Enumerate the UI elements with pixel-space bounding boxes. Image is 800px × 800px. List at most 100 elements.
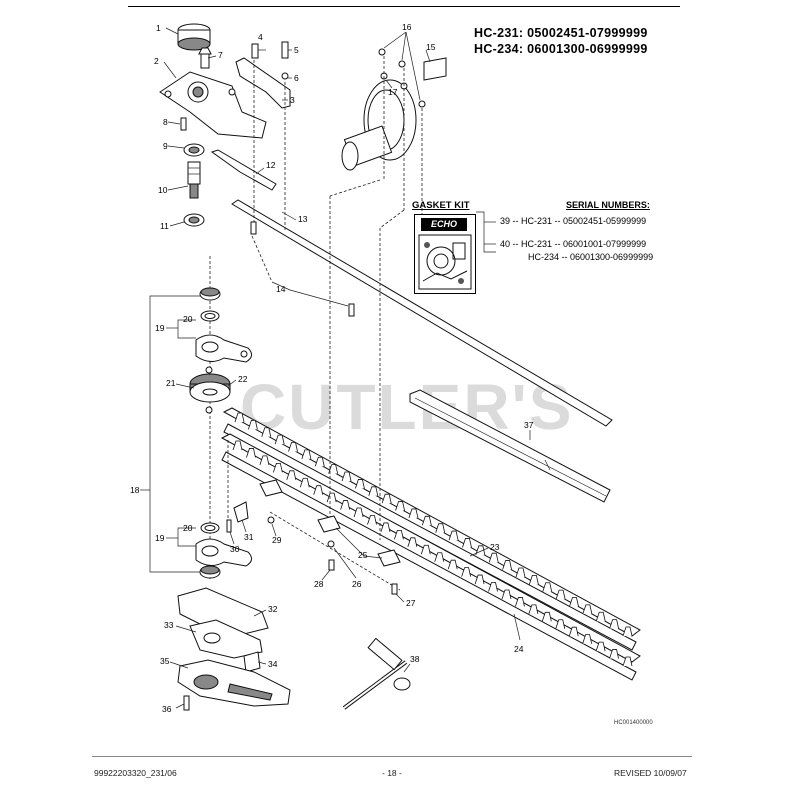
callout-10: 10 [158,185,168,195]
crank-arm-lower [195,538,252,567]
callout-24: 24 [514,644,524,654]
blade-tooth [528,604,539,614]
blade-tooth [434,552,445,562]
bolt [226,519,232,533]
blade-tooth [569,597,579,607]
blade-tooth [462,538,472,548]
blade-tooth [515,567,526,578]
blade-tooth [261,427,272,437]
blade-tooth [395,501,405,511]
callout-22: 22 [238,374,248,384]
blade-tooth [341,471,352,482]
gear [189,366,231,414]
blade-tooth [286,470,297,480]
blade-tooth [408,508,419,519]
callout-19a: 19 [155,323,165,333]
blade-tooth [420,544,431,555]
blade-tooth [353,507,364,518]
callout-labels: 1 2 3 4 5 6 7 8 9 10 11 12 13 14 15 16 1… [130,22,534,714]
washer [327,540,335,548]
needle-bearing-lower [199,565,221,579]
blade-tooth [367,515,377,525]
upper-blade-teeth [234,412,633,637]
callout-33: 33 [164,620,174,630]
callout-28: 28 [314,579,324,589]
blade-tooth [488,552,499,563]
callout-2: 2 [154,56,159,66]
blade-tooth [435,523,446,533]
model-serial-line-2: HC-234: 06001300-06999999 [474,42,648,56]
blade-tooth [326,492,337,503]
blade-tooth [555,589,566,600]
blade-tooth [299,477,310,488]
blade-tooth [274,434,285,445]
blade-tooth [259,455,270,466]
blade-tooth [595,641,606,652]
label [423,57,447,81]
callout-7: 7 [218,50,223,60]
callout-13: 13 [298,214,308,224]
clip [233,501,249,523]
bolt [328,559,335,571]
blade-tooth [622,626,633,637]
needle-bearing-upper [199,287,221,301]
blade-tooth [328,464,339,474]
block [243,651,261,673]
blade-tooth [609,619,620,629]
pinion-shaft [187,161,201,199]
blade-tooth [582,604,593,614]
bolt [391,583,398,595]
blade-tooth [232,440,243,451]
blade-tooth [421,515,432,526]
model-serial-line-1: HC-231: 05002451-07999999 [474,26,648,40]
gear-case [159,71,267,139]
callout-20b: 20 [183,523,193,533]
callout-15: 15 [426,42,436,52]
washer-set-lower [200,522,220,534]
blade-tooth [474,574,485,585]
blade-guard [409,389,611,503]
lower-blade [220,433,641,681]
callout-11: 11 [160,221,169,231]
blade-tooth [313,485,324,495]
callout-16: 16 [402,22,412,32]
footer-doc-number: 99922203320_231/06 [94,768,177,778]
blade-tooth [582,634,593,644]
callout-3: 3 [290,95,295,105]
footer-page-number: - 18 - [382,768,402,778]
spacer [259,479,283,497]
serial-row-40: 40 -- HC-231 -- 06001001-07999999 [500,239,647,249]
bolt [251,41,289,80]
callout-6: 6 [294,73,299,83]
gasket [177,587,269,659]
callout-37: 37 [524,420,534,430]
top-rule [128,6,680,7]
footer-revised: REVISED 10/09/07 [614,768,687,778]
plate [210,149,277,191]
callout-34: 34 [268,659,278,669]
diagram-code: HC001400000 [614,720,653,726]
blade-tooth [368,486,379,496]
blade-tooth [541,611,552,622]
washer-set-upper [200,310,220,322]
gasket-kit-title: GASKET KIT [412,200,470,211]
gasket-kit-illustration [418,234,472,290]
watermark: CUTLER'S [240,371,574,443]
blade-tooth [301,449,312,460]
callout-27: 27 [406,598,416,608]
blade-tooth [542,582,553,592]
screw [348,303,355,317]
blade-tooth [380,522,391,533]
callout-38: 38 [410,654,420,664]
callout-35: 35 [160,656,170,666]
blade-tooth [528,574,539,585]
blade-tooth [501,589,512,600]
t-wrench [342,637,411,710]
callout-21: 21 [166,378,176,388]
blade-tooth [381,493,392,504]
blade-tooth [461,567,472,577]
blade-tooth [288,442,298,452]
blade-tooth [234,412,245,423]
lower-cover [177,659,291,707]
